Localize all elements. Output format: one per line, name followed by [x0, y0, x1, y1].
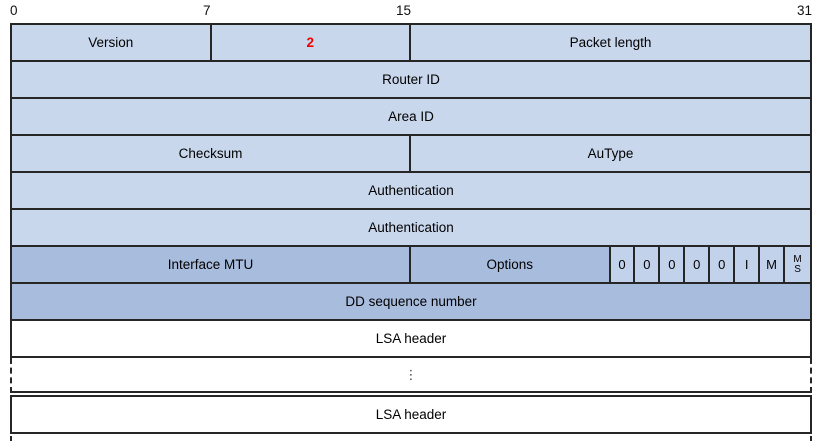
bit-label-0: 0 — [10, 3, 18, 18]
flag-bit-1: 0 — [635, 247, 661, 282]
field-lsa-header-1: LSA header — [375, 331, 447, 346]
flag-bit-i: I — [735, 247, 761, 282]
row-mtu-options-flags: Interface MTU Options 0 0 0 0 0 I M M S — [10, 247, 812, 284]
continuation-dashes — [10, 436, 812, 441]
row-lsa-header-1: LSA header — [10, 321, 812, 358]
row-ellipsis: ⋮ — [10, 358, 812, 393]
ospf-dd-packet-diagram: 0 7 15 31 Version 2 Packet length Router… — [10, 3, 812, 441]
flag-ms-bottom: S — [794, 263, 801, 275]
bit-ruler: 0 7 15 31 — [10, 3, 812, 23]
field-checksum: Checksum — [12, 136, 411, 171]
flag-bit-3: 0 — [685, 247, 711, 282]
flag-bit-0: 0 — [610, 247, 636, 282]
row-router-id: Router ID — [10, 62, 812, 99]
field-type-value: 2 — [212, 25, 411, 60]
field-lsa-header-2: LSA header — [375, 407, 447, 422]
field-authentication-1: Authentication — [368, 183, 454, 198]
flag-bit-2: 0 — [660, 247, 686, 282]
flag-ms-top: M — [793, 253, 802, 265]
row-area-id: Area ID — [10, 99, 812, 136]
row-dd-sequence-number: DD sequence number — [10, 284, 812, 321]
bit-label-7: 7 — [202, 3, 211, 18]
flag-bit-m: M — [760, 247, 786, 282]
field-router-id: Router ID — [382, 72, 440, 87]
field-version: Version — [12, 25, 212, 60]
field-interface-mtu: Interface MTU — [12, 247, 411, 282]
row-authentication-2: Authentication — [10, 210, 812, 247]
bit-label-31: 31 — [796, 3, 812, 18]
ellipsis-mark: ⋮ — [404, 366, 418, 382]
field-area-id: Area ID — [388, 109, 434, 124]
row-version-type-length: Version 2 Packet length — [10, 23, 812, 62]
row-authentication-1: Authentication — [10, 173, 812, 210]
row-lsa-header-2: LSA header — [10, 395, 812, 434]
packet-table: Version 2 Packet length Router ID Area I… — [10, 23, 812, 441]
flag-bit-ms: M S — [785, 247, 810, 282]
field-authentication-2: Authentication — [368, 220, 454, 235]
field-autype: AuType — [587, 146, 634, 161]
bit-label-15: 15 — [395, 3, 411, 18]
field-dd-sequence-number: DD sequence number — [345, 294, 477, 309]
field-packet-length: Packet length — [569, 35, 652, 50]
flag-bit-4: 0 — [710, 247, 736, 282]
row-checksum-autype: Checksum AuType — [10, 136, 812, 173]
field-options: Options — [411, 247, 611, 282]
